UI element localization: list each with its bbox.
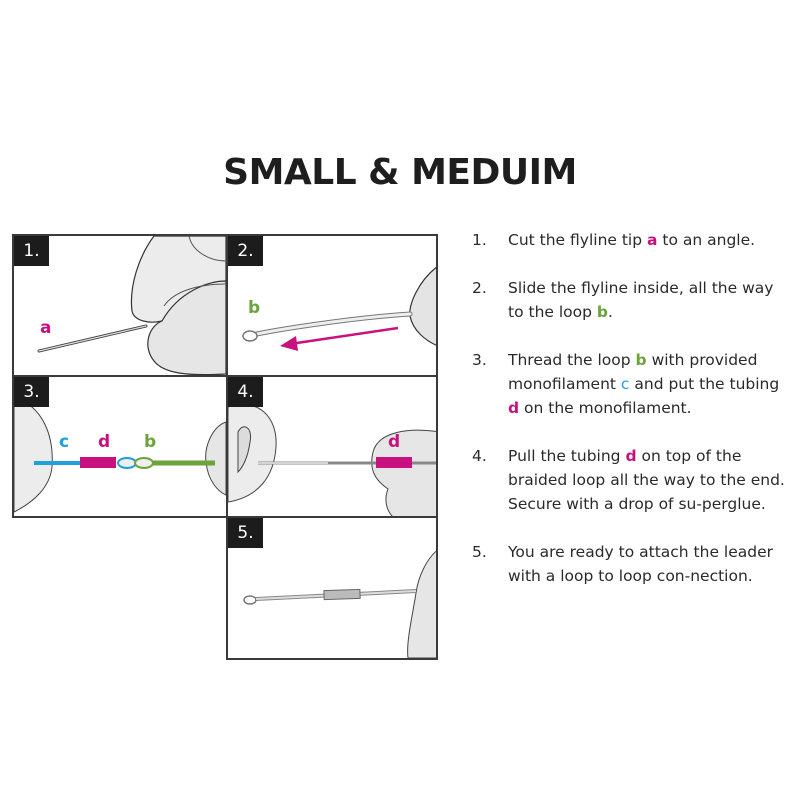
label-b: b: [248, 298, 261, 318]
instruction-steps: 1. Cut the flyline tip a to an angle. 2.…: [472, 228, 792, 612]
loop-threading-diagram: [14, 396, 226, 513]
step-number-badge: 5.: [228, 518, 263, 548]
step-number-badge: 1.: [14, 236, 49, 266]
flyline-into-loop-illustration: [242, 266, 436, 351]
step-4: 4. Pull the tubing d on top of the braid…: [472, 447, 785, 513]
panel-step-4: 4. d: [226, 375, 438, 518]
label-c: c: [59, 432, 70, 452]
page-title: SMALL & MEDUIM: [223, 152, 577, 193]
highlight-c: c: [620, 375, 630, 393]
finished-loop-illustration: [243, 550, 436, 658]
label-d: d: [98, 432, 111, 452]
label-d: d: [388, 432, 401, 452]
step-number-badge: 2.: [228, 236, 263, 266]
highlight-b: b: [596, 303, 608, 321]
hand-holding-flyline-illustration: [37, 236, 226, 375]
step-2: 2. Slide the flyline inside, all the way…: [472, 279, 774, 321]
highlight-d: d: [625, 447, 637, 465]
panel-step-1: 1. a: [12, 234, 228, 377]
panel-step-5: 5.: [226, 516, 438, 660]
panel-step-3: 3. c d b: [12, 375, 228, 518]
highlight-d: d: [508, 399, 520, 417]
pull-tubing-illustration: [228, 403, 436, 516]
step-5: 5. You are ready to attach the leader wi…: [472, 543, 774, 585]
highlight-b: b: [635, 351, 647, 369]
label-b: b: [144, 432, 157, 452]
label-a: a: [40, 318, 52, 338]
step-1: 1. Cut the flyline tip a to an angle.: [472, 231, 756, 249]
panel-step-2: 2. b: [226, 234, 438, 377]
highlight-a: a: [647, 231, 658, 249]
step-number-badge: 4.: [228, 377, 263, 407]
step-3: 3. Thread the loop b with provided monof…: [472, 351, 780, 417]
step-number-badge: 3.: [14, 377, 49, 407]
